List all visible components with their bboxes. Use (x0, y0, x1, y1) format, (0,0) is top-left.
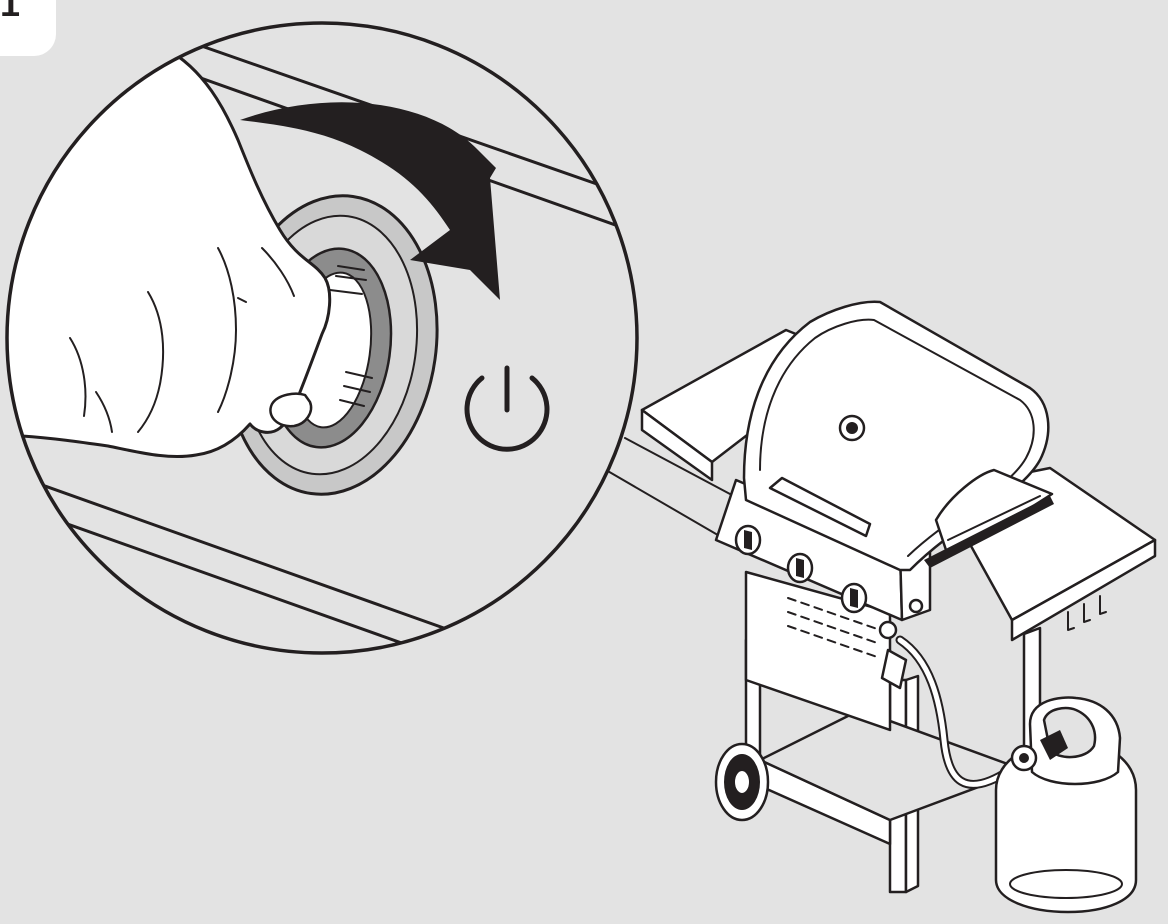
control-knob-3 (842, 584, 866, 612)
propane-tank-icon (996, 698, 1136, 912)
wheel (716, 744, 768, 820)
magnified-detail-circle (0, 23, 700, 735)
control-knob-2 (788, 554, 812, 582)
control-knob-1 (736, 526, 760, 554)
